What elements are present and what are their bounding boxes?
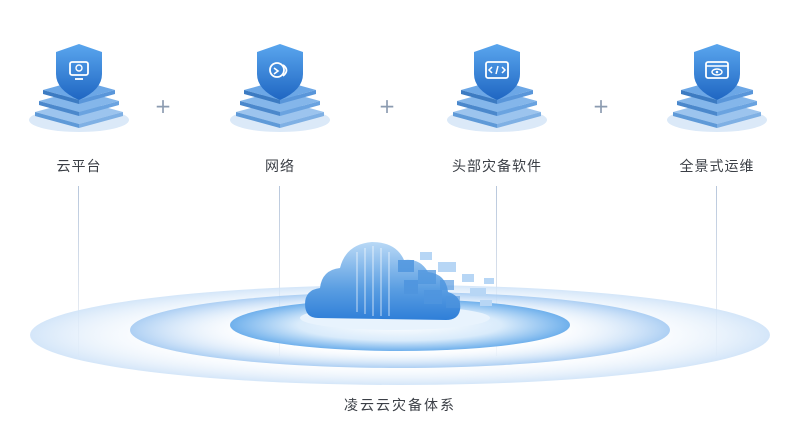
component-cloud-platform: 云平台 — [4, 38, 154, 356]
component-label: 全景式运维 — [679, 159, 755, 175]
component-backup-software: 头部灾备软件 — [422, 38, 572, 356]
plus-operator: + — [592, 94, 610, 118]
code-window-icon — [447, 44, 547, 132]
cloud-icon — [305, 242, 494, 320]
connector-line — [279, 186, 280, 356]
connector-line — [496, 186, 497, 356]
cloud-ripple-base — [30, 242, 770, 385]
component-panoramic-ops: 全景式运维 — [642, 38, 792, 356]
connector-line — [78, 186, 79, 356]
plus-operator: + — [378, 94, 396, 118]
component-label: 网络 — [265, 159, 295, 175]
network-icon — [230, 44, 330, 132]
component-label: 头部灾备软件 — [452, 159, 542, 175]
browser-eye-icon — [667, 44, 767, 132]
cloud-monitor-icon — [29, 44, 129, 132]
component-network: 网络 — [205, 38, 355, 356]
connector-line — [716, 186, 717, 356]
plus-operator: + — [154, 94, 172, 118]
system-title: 凌云云灾备体系 — [344, 398, 456, 414]
component-label: 云平台 — [56, 159, 102, 175]
